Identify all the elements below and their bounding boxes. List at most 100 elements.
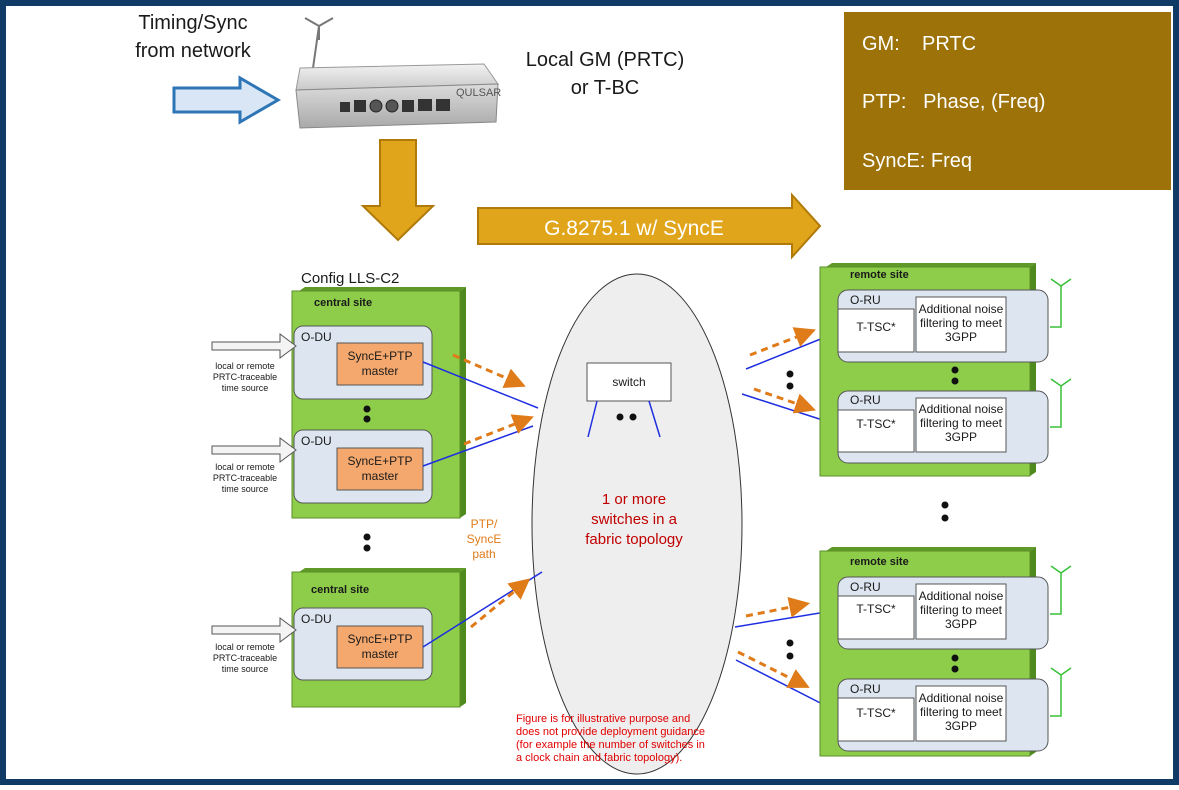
time-source-line2: PRTC-traceable <box>213 372 277 382</box>
time-source-arrow <box>211 437 297 463</box>
disclaimer-line4: a clock chain and fabric topology). <box>516 752 682 764</box>
noise-filter-box <box>915 685 1007 742</box>
remote-site-2: remote site O-RU T-TSC* Additional noise… <box>819 547 1072 757</box>
time-source-line3: time source <box>222 484 269 494</box>
synce-ptp-master-box <box>336 447 424 491</box>
gm-label-line2: or T-BC <box>571 77 640 99</box>
remote-site-1: remote site O-RU T-TSC* Additional noise… <box>819 263 1072 477</box>
legend-ptp: PTP: Phase, (Freq) <box>862 91 1045 113</box>
noise-filter-line3: 3GPP <box>945 330 977 344</box>
fabric-text-line1: 1 or more <box>602 491 666 508</box>
time-source-line2: PRTC-traceable <box>213 473 277 483</box>
g8275-arrow-group: G.8275.1 w/ SyncE <box>477 192 822 260</box>
ellipsis-dot <box>951 654 959 662</box>
odu-label: O-DU <box>301 612 332 626</box>
legend-gm: GM: PRTC <box>862 33 976 55</box>
noise-filter-line2: filtering to meet <box>920 603 1003 617</box>
disclaimer-line1: Figure is for illustrative purpose and <box>516 713 690 725</box>
t-tsc-label: T-TSC* <box>856 602 896 616</box>
gm-device-image: QULSAR <box>295 63 501 129</box>
ptp-path-arrow <box>452 353 526 388</box>
t-tsc-box <box>837 697 915 742</box>
switch-box: switch <box>586 362 672 438</box>
synce-ptp-master-box <box>336 625 424 669</box>
noise-filter-line2: filtering to meet <box>920 416 1003 430</box>
odu-label: O-DU <box>301 434 332 448</box>
time-source-arrow <box>211 617 297 643</box>
time-source-line3: time source <box>222 664 269 674</box>
config-label: Config LLS-C2 <box>301 270 399 287</box>
ellipsis-dot <box>629 413 637 421</box>
switch-port-link <box>648 400 661 438</box>
ellipsis-dot <box>363 544 371 552</box>
antenna-icon <box>1050 565 1072 615</box>
central-site-1: central site O-DU SyncE+PTP master O-DU … <box>291 287 466 519</box>
oru-unit: O-RU T-TSC* Additional noise filtering t… <box>837 565 1072 650</box>
antenna-icon <box>304 17 334 83</box>
legend-box: GM: PRTC PTP: Phase, (Freq) SyncE: Freq <box>844 12 1171 190</box>
t-tsc-box <box>837 409 915 453</box>
ellipsis-dot <box>951 377 959 385</box>
time-source-line1: local or remote <box>215 462 275 472</box>
odu-label: O-DU <box>301 330 332 344</box>
t-tsc-box <box>837 595 915 640</box>
gm-device-group: QULSAR Local GM (PRTC) or T-BC <box>295 17 685 129</box>
odu-unit: O-DU SyncE+PTP master <box>293 607 433 681</box>
ellipsis-dot <box>786 370 794 378</box>
timing-source-label-line2: from network <box>135 40 252 62</box>
ptp-path-arrow <box>753 387 816 414</box>
master-label-line2: master <box>362 647 399 661</box>
noise-filter-line2: filtering to meet <box>920 705 1003 719</box>
central-site-label: central site <box>314 297 372 309</box>
odu-unit: O-DU SyncE+PTP master <box>293 325 433 400</box>
oru-label: O-RU <box>850 682 881 696</box>
noise-filter-line1: Additional noise <box>919 302 1004 316</box>
noise-filter-box <box>915 397 1007 453</box>
synce-ptp-master-box <box>336 342 424 386</box>
disclaimer-line2: does not provide deployment guidance <box>516 726 705 738</box>
odu-unit: O-DU SyncE+PTP master <box>293 429 433 504</box>
ellipsis-dot <box>616 413 624 421</box>
g8275-arrow <box>477 192 822 260</box>
antenna-icon <box>1050 378 1072 428</box>
ellipsis-dot <box>363 405 371 413</box>
central-site-label: central site <box>311 584 369 596</box>
time-source-arrow <box>211 333 297 359</box>
ptp-path-arrow <box>737 650 810 688</box>
switch-label: switch <box>612 375 645 389</box>
ellipsis-dot <box>786 639 794 647</box>
fabric-text-line2: switches in a <box>591 511 678 528</box>
t-tsc-label: T-TSC* <box>856 417 896 431</box>
master-label-line2: master <box>362 469 399 483</box>
noise-filter-line3: 3GPP <box>945 430 977 444</box>
oru-unit: O-RU T-TSC* Additional noise filtering t… <box>837 667 1072 752</box>
master-label-line1: SyncE+PTP <box>347 454 412 468</box>
link-line <box>422 361 539 409</box>
noise-filter-line3: 3GPP <box>945 719 977 733</box>
disclaimer-line3: (for example the number of switches in <box>516 739 705 751</box>
gm-label-line1: Local GM (PRTC) <box>526 49 685 71</box>
time-source-line2: PRTC-traceable <box>213 653 277 663</box>
fabric-text-line3: fabric topology <box>585 531 683 548</box>
time-source-line3: time source <box>222 383 269 393</box>
noise-filter-box <box>915 583 1007 640</box>
oru-unit: O-RU T-TSC* Additional noise filtering t… <box>837 278 1072 363</box>
ptp-path-arrow <box>470 578 531 629</box>
ellipsis-dot <box>786 652 794 660</box>
down-arrow <box>360 139 436 242</box>
device-brand-text: QULSAR <box>456 87 501 99</box>
ellipsis-dot <box>941 501 949 509</box>
ptp-path-arrow <box>745 596 811 618</box>
timing-source-label-line1: Timing/Sync <box>138 12 247 34</box>
time-source-input: local or remote PRTC-traceable time sour… <box>211 333 297 393</box>
noise-filter-box <box>915 296 1007 353</box>
t-tsc-label: T-TSC* <box>856 320 896 334</box>
oru-label: O-RU <box>850 293 881 307</box>
ellipsis-dot <box>786 382 794 390</box>
time-source-line1: local or remote <box>215 642 275 652</box>
noise-filter-line1: Additional noise <box>919 589 1004 603</box>
oru-label: O-RU <box>850 580 881 594</box>
switch-port-link <box>587 400 598 438</box>
oru-label: O-RU <box>850 393 881 407</box>
